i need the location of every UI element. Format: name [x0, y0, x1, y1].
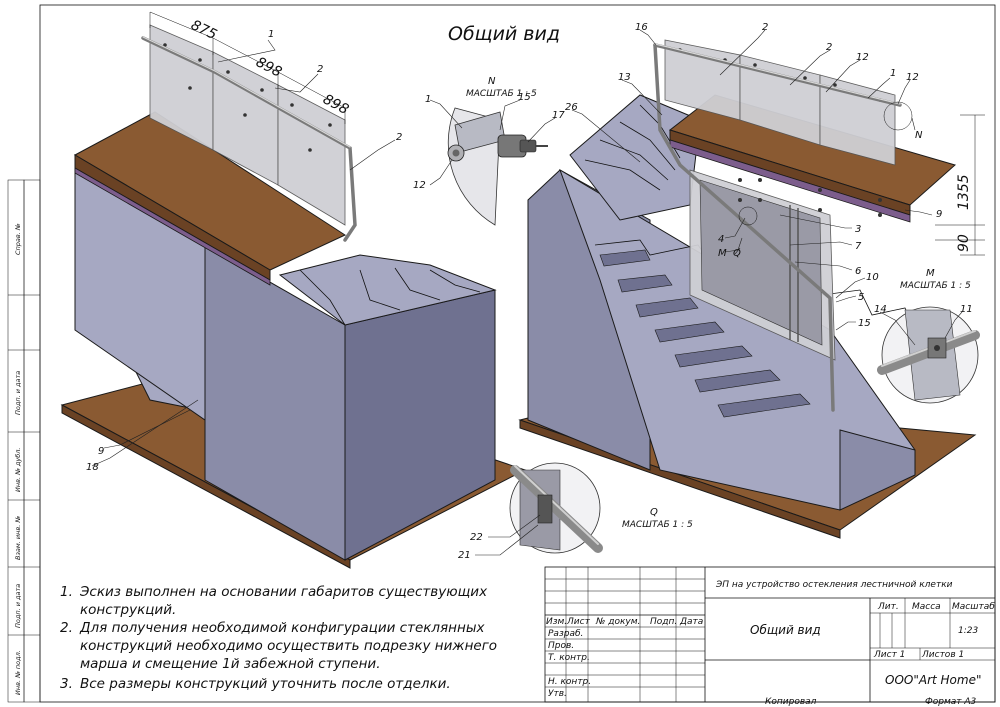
callout-r-6: 6 [855, 266, 861, 277]
stamp-sign-date-1: Подп. и дата [14, 371, 22, 415]
callout-r-2b: 2 [826, 42, 832, 53]
callout-n-17: 17 [552, 110, 565, 121]
notes: 1. Эскиз выполнен на основании габаритов… [60, 584, 497, 692]
note-3-line-1: Все размеры конструкций уточнить после о… [80, 676, 451, 692]
dim-875: 875 [188, 17, 219, 43]
tb-col-scale: Масштаб [952, 602, 995, 612]
side-stamp-column: Справ. № Подп. и дата Инв. № дубл. Взам.… [7, 179, 41, 703]
callout-r-15: 15 [858, 318, 871, 329]
left-view: 875 898 898 1 2 2 9 18 [60, 11, 527, 569]
note-1-line-1: Эскиз выполнен на основании габаритов су… [79, 584, 488, 600]
tb-role-norm-control: Н. контр. [548, 677, 591, 687]
callout-r-26: 26 [565, 102, 578, 113]
note-2-line-2: конструкций необходимо осуществить подре… [80, 638, 497, 654]
note-2-num: 2. [60, 620, 73, 636]
detail-m: M МАСШТАБ 1 : 5 14 11 [874, 268, 980, 404]
callout-n-1: 1 [425, 94, 431, 105]
callout-q-21: 21 [458, 550, 471, 561]
detail-n: N МАСШТАБ 1 : 5 1 15 17 12 [413, 76, 565, 226]
tb-role-approved: Утв. [548, 689, 567, 699]
tb-format: Формат А3 [925, 697, 977, 707]
detail-m-scale: МАСШТАБ 1 : 5 [900, 281, 971, 291]
note-3-num: 3. [60, 676, 73, 692]
tb-role-checker: Пров. [548, 641, 574, 651]
callout-left-2a: 2 [317, 64, 323, 75]
stamp-dup-inv: Инв. № дубл. [14, 448, 22, 492]
callout-r-7: 7 [855, 241, 862, 252]
tb-sheet: Лист 1 [873, 650, 905, 660]
callout-left-18: 18 [86, 462, 99, 473]
callout-r-12b: 12 [906, 72, 919, 83]
detail-q-letter: Q [650, 507, 658, 518]
tb-role-developer: Разраб. [548, 629, 583, 639]
tb-col-sign: Подп. [650, 617, 677, 627]
callout-r-10: 10 [866, 272, 879, 283]
callout-q-22: 22 [470, 532, 483, 543]
dim-1355: 1355 [956, 174, 972, 210]
tb-col-lit: Лит. [877, 602, 899, 612]
callout-r-5: 5 [858, 292, 864, 303]
dim-90: 90 [956, 234, 972, 252]
title-block: ЭП на устройство остекления лестничной к… [544, 566, 996, 707]
tb-col-mass: Масса [912, 602, 941, 612]
callout-r-13: 13 [618, 72, 631, 83]
tb-col-izm: Изм. [546, 617, 567, 627]
tb-drawing-name: Общий вид [750, 623, 821, 637]
tb-col-list: Лист [566, 617, 591, 627]
note-1-line-2: конструкций. [80, 602, 176, 618]
right-view: 1355 90 16 2 2 12 1 12 N 13 26 3 9 4 M Q [518, 22, 985, 539]
tb-col-date: Дата [679, 617, 703, 627]
callout-m-14: 14 [874, 304, 887, 315]
stamp-ref-no: Справ. № [14, 223, 22, 255]
stamp-orig-inv: Инв. № подл. [14, 650, 22, 695]
tb-scale-value: 1:23 [958, 626, 978, 636]
callout-r-12a: 12 [856, 52, 869, 63]
callout-n-12: 12 [413, 180, 426, 191]
callout-r-3: 3 [855, 224, 861, 235]
main-title: Общий вид [448, 23, 560, 45]
callout-r-m: M [718, 248, 727, 259]
tb-company: ООО"Art Home" [885, 673, 981, 687]
tb-role-tech-control: Т. контр. [548, 653, 590, 663]
callout-r-4: 4 [718, 234, 724, 245]
tb-doc-title: ЭП на устройство остекления лестничной к… [715, 580, 953, 590]
callout-r-9: 9 [936, 209, 942, 220]
detail-q: Q МАСШТАБ 1 : 5 22 21 [458, 462, 693, 561]
note-1-num: 1. [60, 584, 73, 600]
detail-n-scale: МАСШТАБ 1 : 5 [466, 89, 537, 99]
tb-col-doc: № докум. [595, 617, 640, 627]
callout-left-2b: 2 [396, 132, 402, 143]
callout-r-n: N [915, 130, 923, 141]
stamp-sign-date-2: Подп. и дата [14, 584, 22, 628]
callout-left-1: 1 [268, 29, 274, 40]
detail-m-letter: M [926, 268, 935, 279]
callout-m-11: 11 [960, 304, 973, 315]
callout-left-9: 9 [98, 446, 104, 457]
note-2-line-1: Для получения необходимой конфигурации с… [79, 620, 485, 636]
tb-copied: Копировал [765, 697, 817, 707]
stamp-repl-inv: Взам. инв. № [14, 516, 22, 560]
callout-n-15: 15 [518, 92, 531, 103]
callout-r-2a: 2 [762, 22, 768, 33]
callout-r-16: 16 [635, 22, 648, 33]
detail-n-letter: N [488, 76, 496, 87]
detail-q-scale: МАСШТАБ 1 : 5 [622, 520, 693, 530]
callout-r-1: 1 [890, 68, 896, 79]
note-2-line-3: марша и смещение 1й забежной ступени. [80, 656, 381, 672]
tb-sheets: Листов 1 [921, 650, 964, 660]
callout-r-q: Q [733, 248, 741, 259]
